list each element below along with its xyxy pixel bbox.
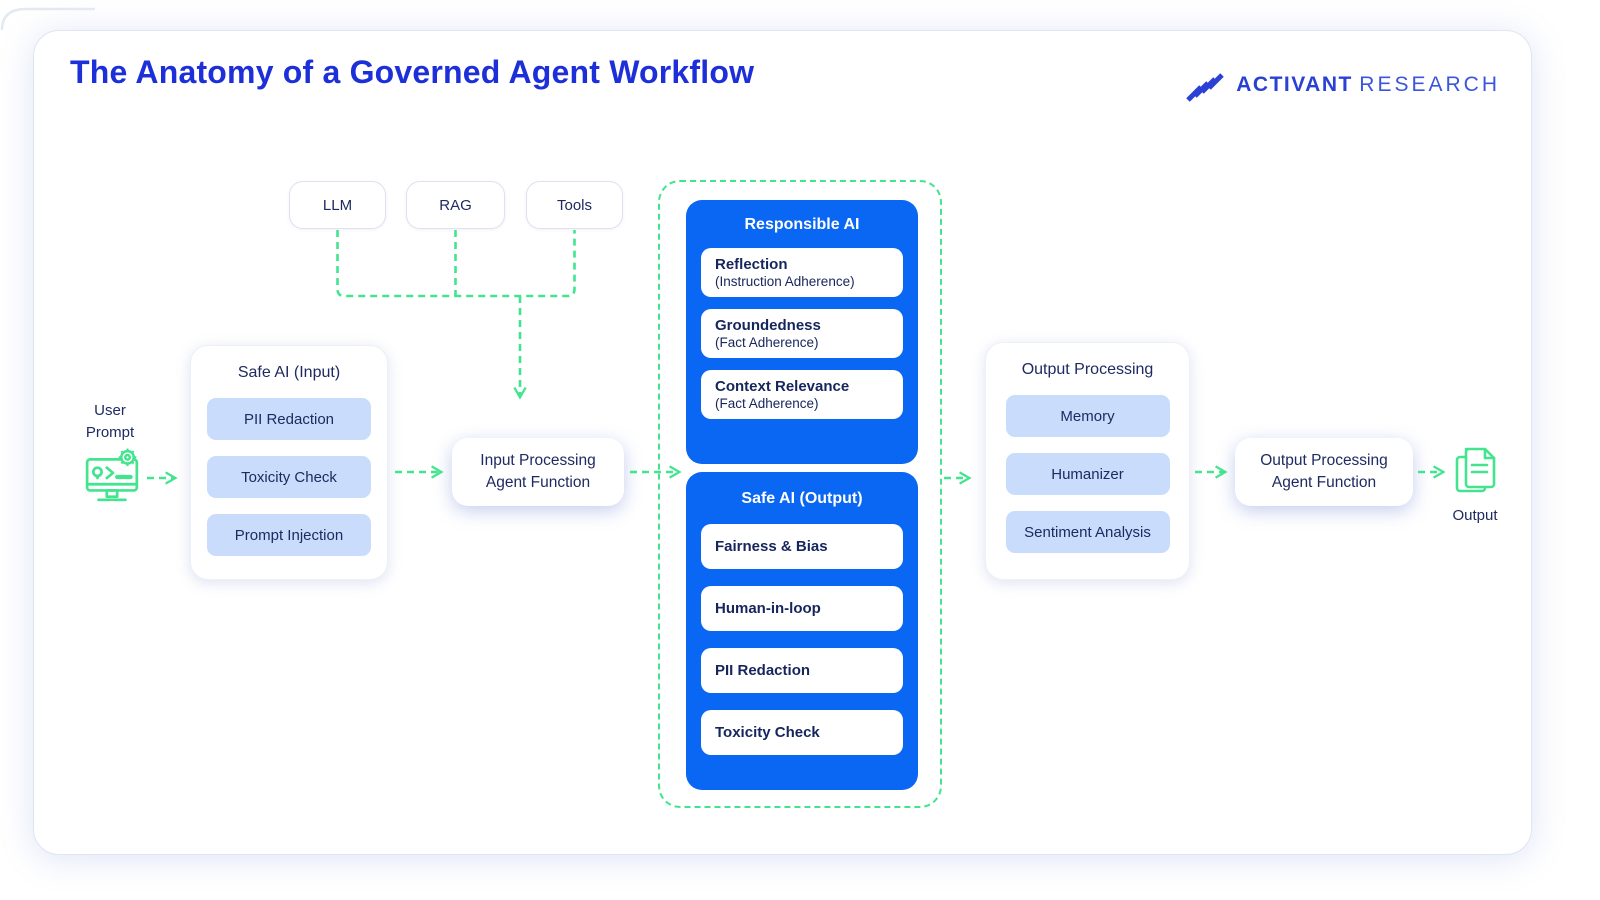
activant-logo-icon [1186,73,1225,102]
output-agent-line1: Output Processing [1260,451,1388,469]
pill-pii-redaction-output-label: PII Redaction [715,662,811,679]
user-prompt-monitor-icon [85,448,139,502]
user-prompt-line1: User [94,402,126,419]
pill-toxicity-check-output-label: Toxicity Check [715,724,820,741]
pill-toxicity-check-input: Toxicity Check [207,456,371,498]
pill-context-relevance: Context Relevance (Fact Adherence) [701,370,903,419]
pill-humanizer: Humanizer [1005,453,1170,495]
pill-reflection-subtitle: (Instruction Adherence) [715,274,855,289]
responsible-ai-title: Responsible AI [744,216,860,233]
output-processing-title: Output Processing [1021,361,1154,378]
pill-pii-redaction-output: PII Redaction [701,648,903,693]
source-box-llm: LLM [289,181,386,229]
pill-human-in-loop-label: Human-in-loop [715,600,821,617]
responsible-ai-panel: Responsible AI Reflection (Instruction A… [686,200,918,464]
output-processing-card: Output Processing Memory Humanizer Senti… [985,342,1190,580]
pill-memory: Memory [1005,395,1170,437]
pill-reflection-title: Reflection [715,256,788,273]
safe-ai-output-title: Safe AI (Output) [741,490,863,507]
activant-research-logo: ACTIVANT RESEARCH [1184,64,1500,106]
safe-ai-output-panel: Safe AI (Output) Fairness & Bias Human-i… [686,472,918,790]
pill-human-in-loop: Human-in-loop [701,586,903,631]
pill-groundedness: Groundedness (Fact Adherence) [701,309,903,358]
input-agent-line1: Input Processing [480,451,596,469]
source-label-rag: RAG [439,196,472,214]
pill-groundedness-subtitle: (Fact Adherence) [715,335,819,350]
source-label-tools: Tools [556,196,593,214]
source-box-rag: RAG [406,181,505,229]
safe-ai-input-title: Safe AI (Input) [237,364,341,381]
safe-ai-input-card: Safe AI (Input) PII Redaction Toxicity C… [190,345,388,580]
pill-toxicity-check-output: Toxicity Check [701,710,903,755]
output-document-icon [1455,447,1496,493]
source-label-llm: LLM [322,196,353,214]
output-label: Output [1452,507,1498,524]
input-processing-agent-box: Input Processing Agent Function [452,438,624,506]
pill-sentiment-analysis: Sentiment Analysis [1005,511,1170,553]
logo-brand-bold: ACTIVANT [1236,73,1353,96]
user-prompt-line2: Prompt [85,423,135,441]
page-title: The Anatomy of a Governed Agent Workflow [70,54,755,90]
pill-context-relevance-subtitle: (Fact Adherence) [715,396,819,411]
source-box-tools: Tools [526,181,623,229]
output-agent-line2: Agent Function [1271,474,1377,491]
pill-fairness-bias-label: Fairness & Bias [715,538,828,555]
responsible-ai-list: Reflection (Instruction Adherence) Groun… [701,248,903,419]
user-prompt-label: User Prompt [70,400,150,444]
pill-reflection: Reflection (Instruction Adherence) [701,248,903,297]
pill-pii-redaction-input: PII Redaction [207,398,371,440]
pill-context-relevance-title: Context Relevance [715,378,850,395]
output-processing-agent-box: Output Processing Agent Function [1235,438,1413,506]
input-agent-line2: Agent Function [485,474,591,491]
pill-prompt-injection: Prompt Injection [207,514,371,556]
safe-ai-output-list: Fairness & Bias Human-in-loop PII Redact… [701,524,903,755]
governance-dashed-container: Responsible AI Reflection (Instruction A… [658,180,942,808]
pill-groundedness-title: Groundedness [715,317,821,334]
logo-brand-light: RESEARCH [1359,73,1500,96]
pill-fairness-bias: Fairness & Bias [701,524,903,569]
